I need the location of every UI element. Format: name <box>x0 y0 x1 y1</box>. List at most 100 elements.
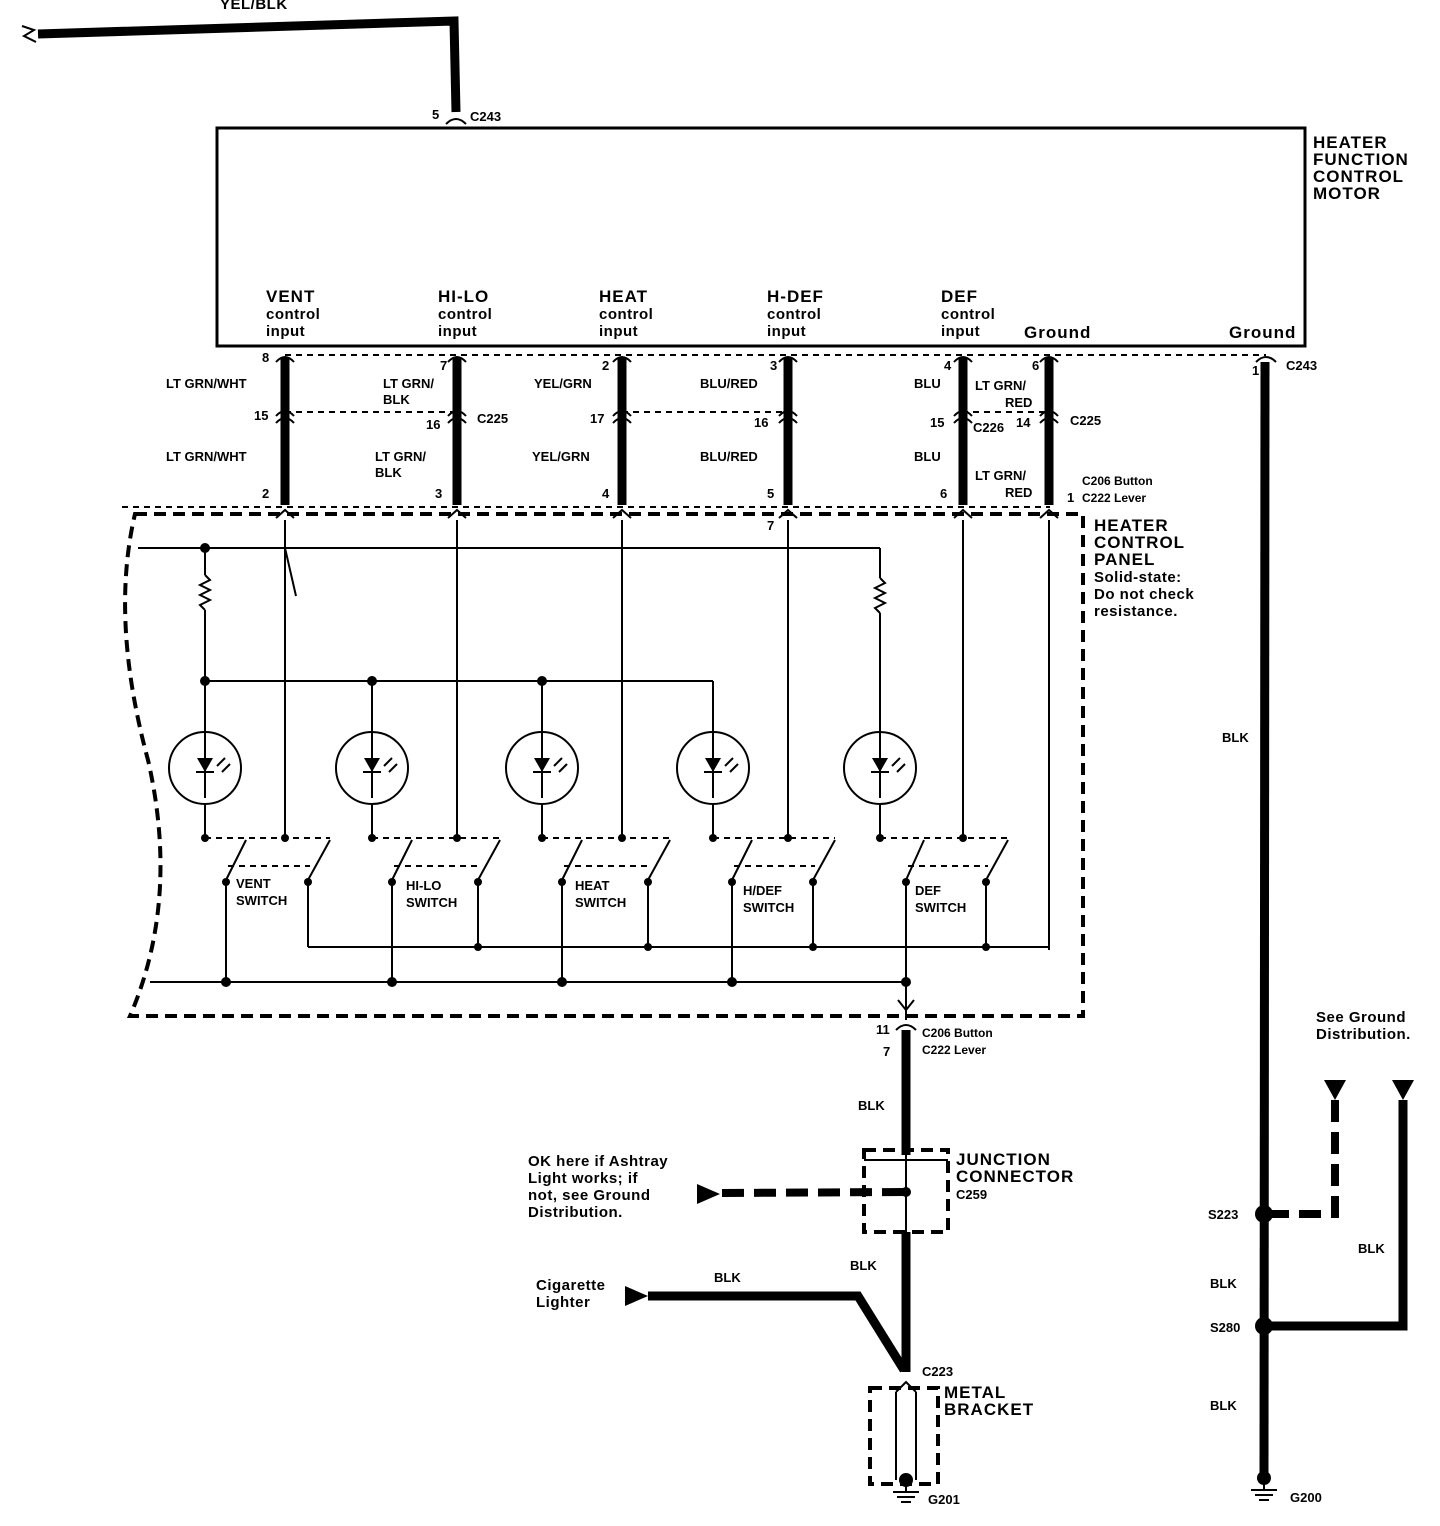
lighter-2: Lighter <box>536 1294 590 1311</box>
heat-wire2: YEL/GRN <box>532 449 590 464</box>
c206-button-label: C206 Button <box>1082 474 1153 488</box>
vent-switch: VENT SWITCH <box>201 834 331 908</box>
hilo-switch-label-a: HI-LO <box>406 878 441 893</box>
hdef-switch: H/DEF SWITCH <box>709 834 836 915</box>
wire-column-vent: 8 LT GRN/WHT 15 LT GRN/WHT 2 <box>166 350 290 505</box>
heat-switch-label-b: SWITCH <box>575 895 626 910</box>
right-blk-low: BLK <box>1210 1398 1237 1413</box>
control-motor: HEATER FUNCTION CONTROL MOTOR VENT contr… <box>215 126 1409 348</box>
heat-input-line1: control <box>599 306 653 323</box>
lower-c206: C206 Button <box>922 1026 993 1040</box>
ground-icon <box>1251 1471 1277 1501</box>
motor-box <box>215 126 1307 348</box>
def-pin3: 6 <box>940 486 947 501</box>
right-blk-top: BLK <box>1222 730 1249 745</box>
def-input-line2: input <box>941 323 980 340</box>
top-connector: C243 <box>470 109 501 124</box>
panel-note-1: Solid-state: <box>1094 569 1182 586</box>
right-blk-mid: BLK <box>1210 1276 1237 1291</box>
lower-pin-11: 11 <box>876 1022 890 1037</box>
motor-title-2: FUNCTION <box>1313 150 1409 169</box>
heat-pin1: 2 <box>602 358 609 373</box>
vent-pin2: 15 <box>254 408 268 423</box>
hilo-wire2b: BLK <box>375 465 402 480</box>
panel-note-3: resistance. <box>1094 603 1178 620</box>
top-wire-label: YEL/BLK <box>220 0 288 13</box>
vent-wire1: LT GRN/WHT <box>166 376 247 391</box>
led-icon <box>335 731 409 805</box>
gnd-pin1: 6 <box>1032 358 1039 373</box>
motor-title-3: CONTROL <box>1313 167 1404 186</box>
hilo-wire1b: BLK <box>383 392 410 407</box>
gnd-wire1b: RED <box>1005 395 1032 410</box>
hilo-pin2: 16 <box>426 417 440 432</box>
hilo-input-line2: input <box>438 323 477 340</box>
metal-bracket-box <box>868 1386 940 1486</box>
lower-pin-7: 7 <box>883 1044 890 1059</box>
vent-input-line2: input <box>266 323 305 340</box>
wire-column-ground: 6 LT GRN/ RED 14 LT GRN/ RED 1 <box>975 358 1074 505</box>
arrow-icon <box>697 1184 720 1204</box>
heat-switch-label-a: HEAT <box>575 878 609 893</box>
junction-title-2: CONNECTOR <box>956 1167 1074 1186</box>
ok-note-4: Distribution. <box>528 1204 623 1221</box>
heater-control-panel: HEATER CONTROL PANEL Solid-state: Do not… <box>123 512 1194 1020</box>
wire-column-heat: 2 YEL/GRN 17 YEL/GRN 4 <box>532 358 627 505</box>
gnd-pin2: 14 <box>1016 415 1031 430</box>
connector-icon <box>445 118 467 125</box>
connector-labels: C225 C226 C225 C243 1 C206 Button C222 L… <box>477 358 1317 505</box>
hdef-input-line2: input <box>767 323 806 340</box>
lower-blk-1: BLK <box>858 1098 885 1113</box>
hdef-pin2: 16 <box>754 415 768 430</box>
panel-bus-lines <box>150 882 1049 1020</box>
vent-switch-label-a: VENT <box>236 876 271 891</box>
c243-right-label: C243 <box>1286 358 1317 373</box>
panel-outline <box>123 512 1085 1018</box>
wire-break-icon <box>21 25 37 43</box>
heat-pin3: 4 <box>602 486 610 501</box>
hilo-pin3: 3 <box>435 486 442 501</box>
led-icon <box>843 731 917 805</box>
hdef-input-name: H-DEF <box>767 287 824 306</box>
led-icon <box>676 731 750 805</box>
indicator-leds <box>168 731 917 805</box>
panel-title-1: HEATER <box>1094 516 1169 535</box>
def-input-name: DEF <box>941 287 978 306</box>
def-wire2: BLU <box>914 449 941 464</box>
vent-pin3: 2 <box>262 486 269 501</box>
motor-title-1: HEATER <box>1313 133 1388 152</box>
lower-blk-2: BLK <box>850 1258 877 1273</box>
connector-icon <box>897 999 915 1012</box>
lower-c223: C223 <box>922 1364 953 1379</box>
ground-icon <box>893 1473 919 1503</box>
hilo-wire1a: LT GRN/ <box>383 376 434 391</box>
gnd-pin3: 1 <box>1067 490 1074 505</box>
ok-note-2: Light works; if <box>528 1170 639 1187</box>
c222-lever-label: C222 Lever <box>1082 491 1146 505</box>
wire-column-hilo: 7 LT GRN/ BLK 16 LT GRN/ BLK 3 <box>375 358 462 505</box>
hilo-wire2a: LT GRN/ <box>375 449 426 464</box>
junction-title-1: JUNCTION <box>956 1150 1051 1169</box>
arrow-down-icon <box>1392 1080 1414 1100</box>
def-switch: DEF SWITCH <box>876 834 1009 915</box>
connector-icon <box>895 1024 917 1031</box>
connector-dash-lines <box>122 354 1266 508</box>
panel-title-3: PANEL <box>1094 550 1155 569</box>
lower-ground-path: 11 7 C206 Button C222 Lever BLK JUNCTION… <box>528 1022 1074 1507</box>
junction-id: C259 <box>956 1187 987 1202</box>
g201-label: G201 <box>928 1492 960 1507</box>
connector-icon <box>1255 356 1277 363</box>
bus-dots <box>221 943 990 987</box>
lower-blk-3: BLK <box>714 1270 741 1285</box>
ok-note-3: not, see Ground <box>528 1187 651 1204</box>
hilo-input-line1: control <box>438 306 492 323</box>
led-icon <box>505 731 579 805</box>
arrow-down-icon <box>1324 1080 1346 1100</box>
hilo-input-name: HI-LO <box>438 287 489 306</box>
panel-note-2: Do not check <box>1094 586 1194 603</box>
hdef-switch-label-b: SWITCH <box>743 900 794 915</box>
hilo-switch-label-b: SWITCH <box>406 895 457 910</box>
def-switch-label-b: SWITCH <box>915 900 966 915</box>
bracket-title-1: METAL <box>944 1383 1006 1402</box>
